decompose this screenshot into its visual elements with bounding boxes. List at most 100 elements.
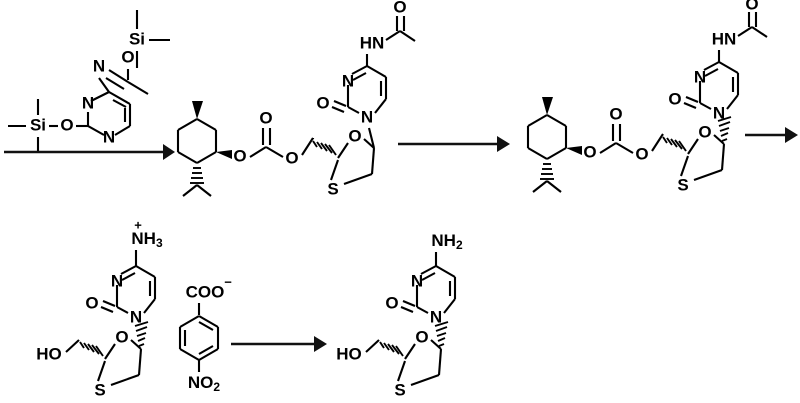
- atom-label-ring-o-lamivudine: O: [415, 327, 428, 346]
- bond-base1-c4-c5: [366, 65, 387, 78]
- bond-salt-c2-o-b: [100, 306, 114, 313]
- structure-lamivudine: HO O S N N: [336, 231, 463, 399]
- hash-lamivudine-n-glycosidic: [434, 321, 449, 347]
- bond-base1-c2-o-b: [331, 106, 345, 113]
- hash-menthyl-2-isopropyl: [540, 163, 554, 180]
- bond-menthyl-2-ipr-a: [532, 180, 548, 193]
- atom-label-ring-s-2: S: [677, 175, 688, 194]
- bond-base2-nh-co: [737, 26, 753, 37]
- bond-base1-n3-c4-inner: [352, 72, 367, 81]
- atom-label-si-top: Si: [129, 29, 145, 48]
- bond-menthyl-1-bc: [196, 118, 217, 131]
- bond-cn-double-a: [108, 69, 129, 83]
- bond-base1-n1-c2: [347, 106, 360, 114]
- atom-label-o-top: O: [121, 47, 134, 66]
- bond-lam-c2-o-a: [402, 300, 416, 307]
- bond-salt-ring-s-c2: [97, 360, 106, 382]
- atom-label-base-n1-salt: N: [130, 307, 142, 326]
- bond-menthyl-2-cd: [527, 114, 548, 127]
- atom-label-ester-o-2: O: [583, 142, 596, 161]
- atom-label-acetyl-o-1: O: [393, 0, 406, 16]
- bond-c-o-right-2: [615, 142, 634, 154]
- atom-label-ring-s-salt: S: [94, 380, 105, 399]
- structure-silylated-n-acetylcytosine: Si O N N N O Si: [8, 10, 170, 152]
- atom-label-ho-salt: HO: [36, 344, 62, 363]
- atom-label-base-n3-2: N: [694, 67, 706, 86]
- atom-label-ring-s-lamivudine: S: [394, 380, 405, 399]
- bond-salt-ring-c2-o: [104, 343, 116, 360]
- bond-base2-n3-c4: [703, 61, 720, 71]
- hash-product-2-c2prime: [662, 136, 687, 152]
- wedge-menthyl-2-methyl: [542, 97, 553, 115]
- hash-product-1-c2prime: [312, 140, 337, 156]
- hash-lamivudine-c2prime: [379, 341, 404, 357]
- bond-nb-c1-c2: [198, 315, 219, 328]
- atom-label-carbonate-o-double-1: O: [259, 108, 272, 127]
- atom-label-carboxylate: COO: [186, 282, 225, 301]
- bond-base1-n3-c4: [351, 65, 368, 75]
- bond-lam-ring-s-c2: [397, 360, 406, 382]
- bond-c4-c5-inner: [112, 99, 127, 108]
- bond-menthyl-2-ef: [527, 147, 548, 160]
- hash-salt-n-glycosidic: [134, 321, 149, 347]
- bond-lam-ring-c2-o: [404, 343, 416, 360]
- bond-lam-ring-o-c5: [430, 339, 442, 350]
- bond-lam-ring-c5-c4: [437, 348, 443, 376]
- wedge-menthyl-2-o: [566, 146, 582, 155]
- atom-label-ho-lamivudine: HO: [336, 344, 362, 363]
- bond-menthyl-2-fa: [546, 147, 567, 160]
- bond-menthyl-1-ipr-b: [196, 184, 212, 197]
- atom-label-n3-reagent: N: [82, 93, 94, 112]
- atom-label-carbonate-o-double-2: O: [609, 104, 622, 123]
- bond-base1-c2-o-a: [333, 100, 347, 107]
- bond-salt-c6-n1: [143, 298, 156, 314]
- bond-ring2-c2-o: [687, 138, 699, 155]
- atom-label-carboxylate-charge: −: [224, 274, 232, 289]
- atom-label-ring-s-1: S: [327, 179, 338, 198]
- bond-salt-ho-ch2: [65, 339, 80, 353]
- bond-o-c-carbonate-2: [599, 142, 617, 154]
- bond-salt-ring-o-c5: [130, 339, 142, 350]
- atom-label-ring-o-salt: O: [115, 327, 128, 346]
- atom-label-carbonate-o-right-1: O: [285, 148, 298, 167]
- atom-label-nitro: NO2: [188, 373, 221, 394]
- bond-menthyl-2-ipr-b: [546, 180, 562, 193]
- bond-menthyl-2-bc: [546, 114, 567, 127]
- bond-nb-c3-c4-inner: [198, 345, 214, 355]
- bond-ring1-s-c2: [330, 159, 339, 181]
- bond-acetyl2-methyl: [751, 26, 768, 38]
- bond-salt-n1-c2: [116, 306, 129, 314]
- atom-label-base-n1-1: N: [361, 107, 373, 126]
- atom-label-acetyl-o-2: O: [745, 0, 758, 13]
- bond-ring2-c5-c4: [720, 143, 726, 171]
- bond-c2-n1: [87, 125, 105, 136]
- reaction-arrow-2: [398, 136, 510, 152]
- atom-label-n1-reagent: N: [103, 127, 115, 146]
- reaction-arrow-3: [745, 127, 798, 143]
- bond-ring1-c5-c4: [370, 147, 376, 175]
- wedge-menthyl-1-methyl: [192, 101, 203, 119]
- bond-lam-c6-n1: [443, 298, 456, 314]
- bond-salt-ring-c5-c4: [137, 348, 143, 376]
- atom-label-base-n3-salt: N: [111, 271, 123, 290]
- atom-label-base-n3-lamivudine: N: [411, 271, 423, 290]
- bond-nb-c1-c2-inner: [198, 321, 214, 331]
- atom-label-n-imine: N: [93, 56, 105, 75]
- atom-label-lactam-o-lamivudine: O: [385, 293, 398, 312]
- atom-label-base-n3-1: N: [342, 71, 354, 90]
- bond-ring1-c2-o: [337, 142, 349, 159]
- atom-label-ring-o-2: O: [698, 122, 711, 141]
- bond-base2-c2-o-a: [685, 96, 699, 103]
- reaction-arrow-1: [4, 144, 175, 160]
- bond-menthyl-1-cd: [177, 118, 198, 131]
- bond-salt-c2-o-a: [102, 300, 116, 307]
- bond-base1-c6-n1: [374, 98, 387, 114]
- bond-ring1-c5-n1: [367, 127, 376, 149]
- atom-label-base-n1-2: N: [713, 103, 725, 122]
- bond-base2-n3-c4-inner: [704, 68, 719, 77]
- bond-lam-n1-c2: [416, 306, 429, 314]
- atom-label-ammonium-charge: +: [134, 217, 142, 232]
- bond-lam-c2-o-b: [400, 306, 414, 313]
